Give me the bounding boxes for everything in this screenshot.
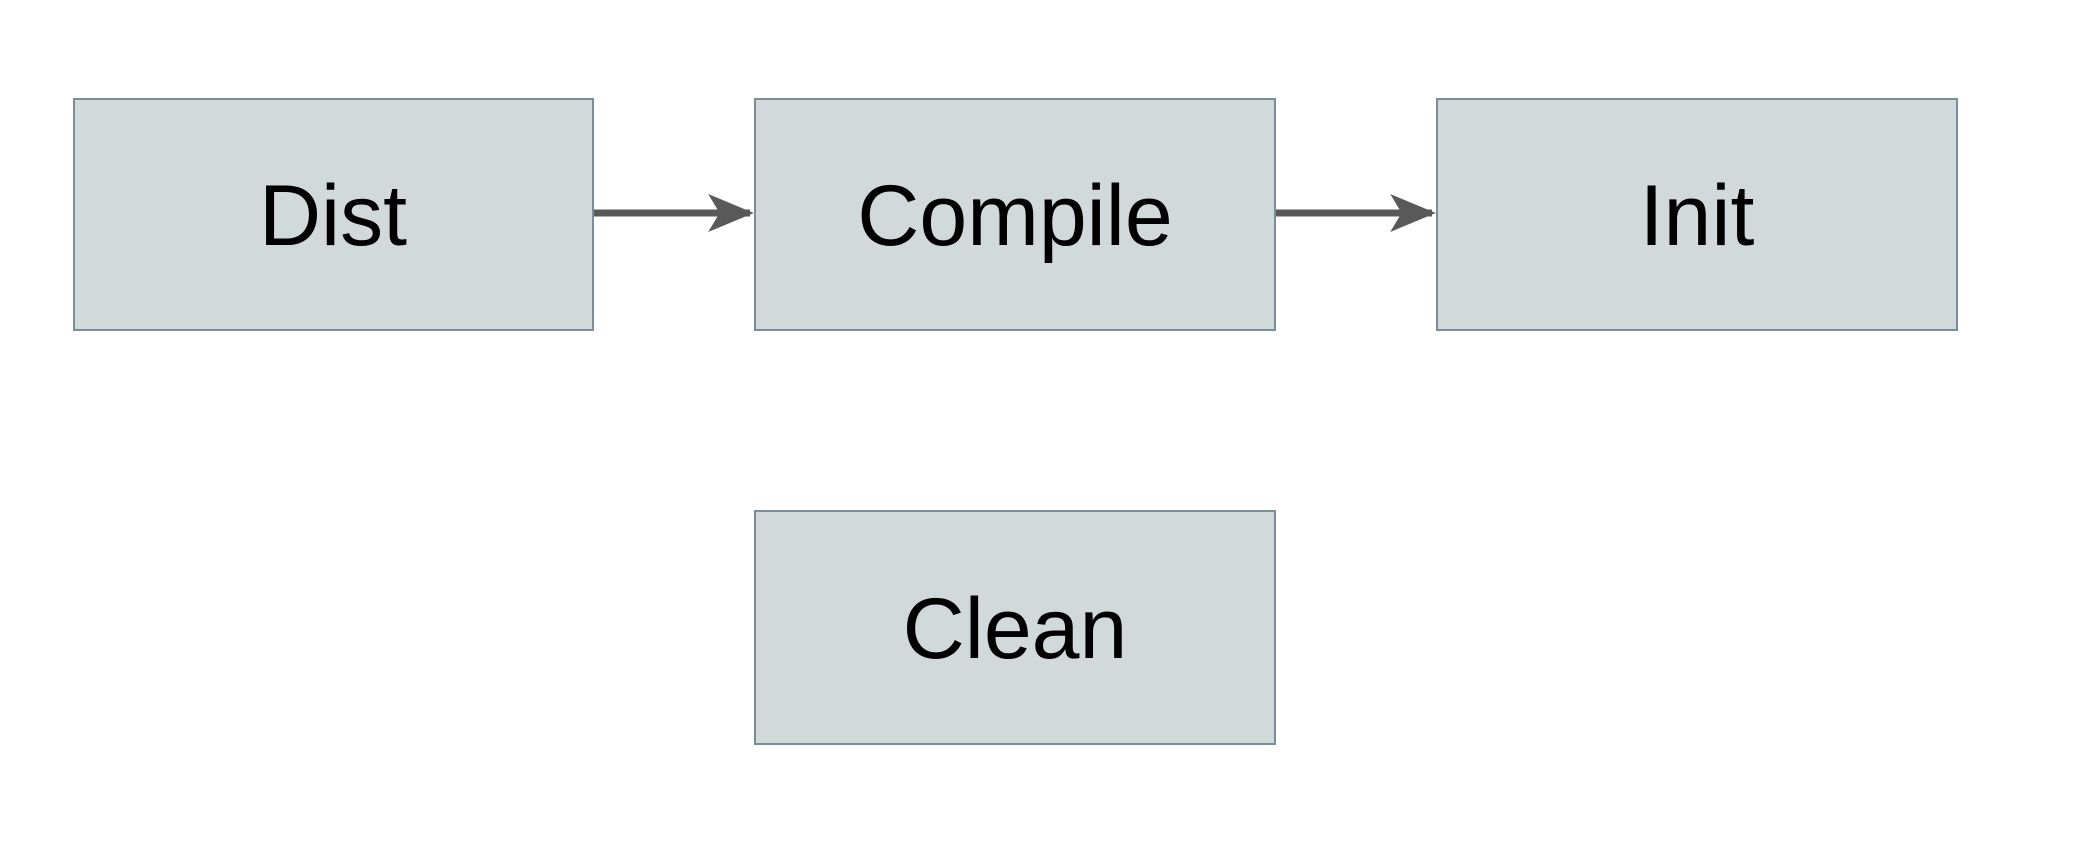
node-compile-label: Compile: [857, 168, 1172, 264]
node-compile: Compile: [754, 98, 1276, 331]
node-init: Init: [1436, 98, 1958, 331]
node-clean-box: [754, 510, 1276, 745]
node-dist-label: Dist: [259, 168, 407, 264]
node-clean-label: Clean: [903, 581, 1128, 677]
node-dist: Dist: [73, 98, 594, 331]
node-init-label: Init: [1640, 168, 1755, 264]
node-compile-box: [754, 98, 1276, 331]
node-init-box: [1436, 98, 1958, 331]
node-clean: Clean: [754, 510, 1276, 745]
node-dist-box: [73, 98, 594, 331]
